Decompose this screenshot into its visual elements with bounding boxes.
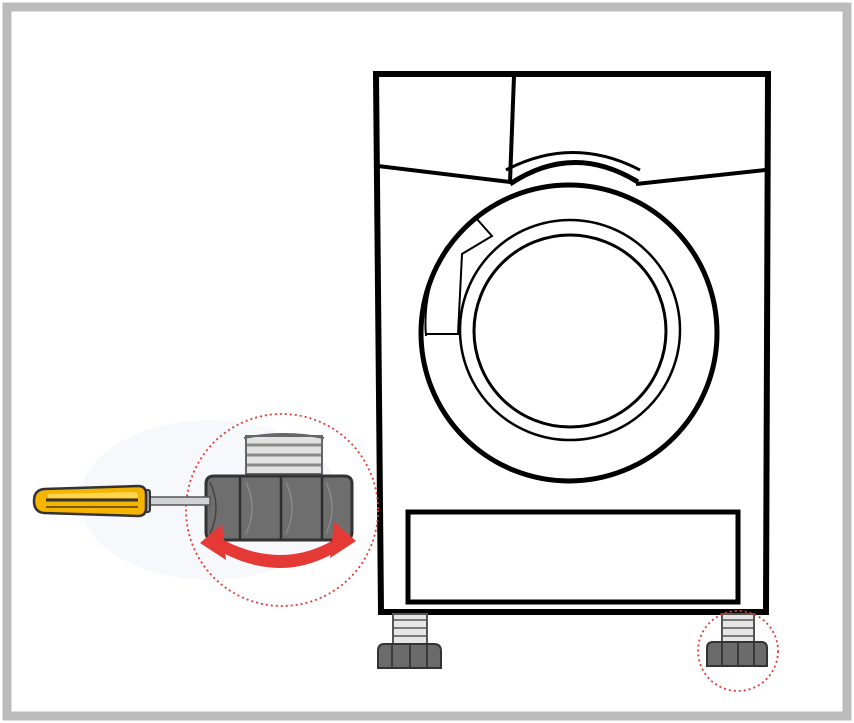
adjustable-foot-icon [706, 613, 768, 667]
control-panel [377, 75, 766, 187]
hex-nut-icon [204, 474, 354, 542]
rotate-arrow-icon [200, 522, 356, 568]
detail-highlight-circle [185, 413, 379, 607]
washing-machine-icon [372, 71, 772, 615]
thread-stem [243, 433, 325, 475]
screwdriver-handle [32, 484, 148, 518]
kick-panel [405, 509, 741, 605]
screwdriver-icon [32, 484, 211, 518]
adjustable-foot-icon [377, 613, 442, 669]
door-icon [418, 182, 720, 484]
screwdriver-shaft [145, 496, 211, 506]
foot-highlight-circle [697, 610, 779, 692]
